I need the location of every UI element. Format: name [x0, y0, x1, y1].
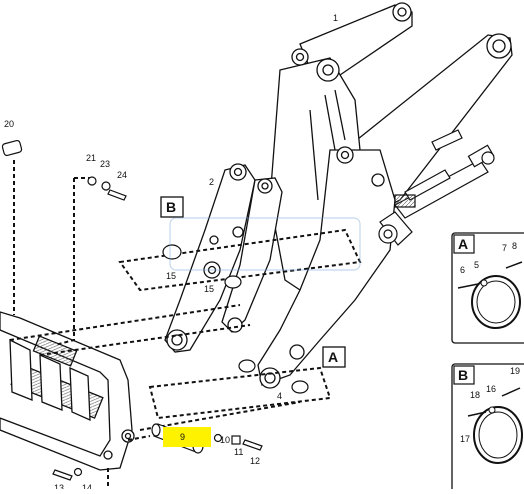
detail-a-callout-6: 6	[460, 265, 465, 275]
hydraulic-cylinders	[378, 129, 495, 246]
callout-labels: 1 2 4 9 10 11 12 15 15 20 21 23 24 13 14	[4, 13, 338, 493]
callout-15b: 15	[204, 284, 214, 294]
o-ring-4a-shape	[238, 359, 256, 373]
callout-14: 14	[82, 483, 92, 489]
detail-view-b: B 18 16 19 17	[451, 363, 524, 494]
callout-15a: 15	[166, 271, 176, 281]
callout-23: 23	[100, 159, 110, 169]
marker-b-label: B	[166, 199, 176, 215]
o-ring-4b-shape	[291, 380, 309, 394]
callout-20: 20	[4, 119, 14, 129]
bolt-12-shape	[242, 439, 263, 451]
o-ring-15b-shape	[224, 275, 242, 289]
boom-arm	[257, 2, 513, 389]
dashed-guides	[9, 160, 362, 489]
callout-24: 24	[117, 170, 127, 180]
bolt-24-shape	[107, 189, 127, 201]
marker-b-box	[160, 196, 184, 218]
detail-b-callout-19: 19	[510, 366, 520, 376]
callout-21: 21	[86, 153, 96, 163]
nut-11-shape	[231, 435, 241, 445]
bushing-20-shape	[1, 139, 23, 157]
washer-23-shape	[101, 181, 111, 191]
marker-a-label: A	[328, 349, 338, 365]
detail-b-callout-18: 18	[470, 390, 480, 400]
detail-view-a: A 6 5 7 8	[451, 232, 524, 344]
callout-9: 9	[180, 432, 185, 442]
o-ring-15a-shape	[162, 244, 182, 260]
callout-11: 11	[234, 447, 243, 457]
detail-a-callout-8: 8	[512, 241, 517, 251]
callout-2: 2	[209, 177, 214, 187]
link-arms	[164, 163, 283, 353]
detail-a-callout-7: 7	[502, 243, 507, 253]
detail-a-callout-5: 5	[474, 260, 479, 270]
view-markers: B A	[160, 196, 346, 368]
callout-10: 10	[220, 435, 230, 445]
detail-a-label: A	[458, 236, 468, 252]
quick-coupler-frame	[0, 311, 135, 471]
detail-b-callout-17: 17	[460, 434, 470, 444]
watermark-logo	[169, 217, 361, 271]
callout-13: 13	[54, 483, 64, 489]
washer-10-shape	[213, 433, 223, 443]
marker-a-box	[322, 346, 346, 368]
detail-b-callout-16: 16	[486, 384, 496, 394]
callout-12: 12	[250, 456, 260, 466]
detail-b-label: B	[458, 367, 468, 383]
callout-4: 4	[277, 391, 282, 401]
callout-1: 1	[333, 13, 338, 23]
callout-9-highlight	[163, 427, 211, 447]
washer-21-shape	[87, 176, 97, 186]
